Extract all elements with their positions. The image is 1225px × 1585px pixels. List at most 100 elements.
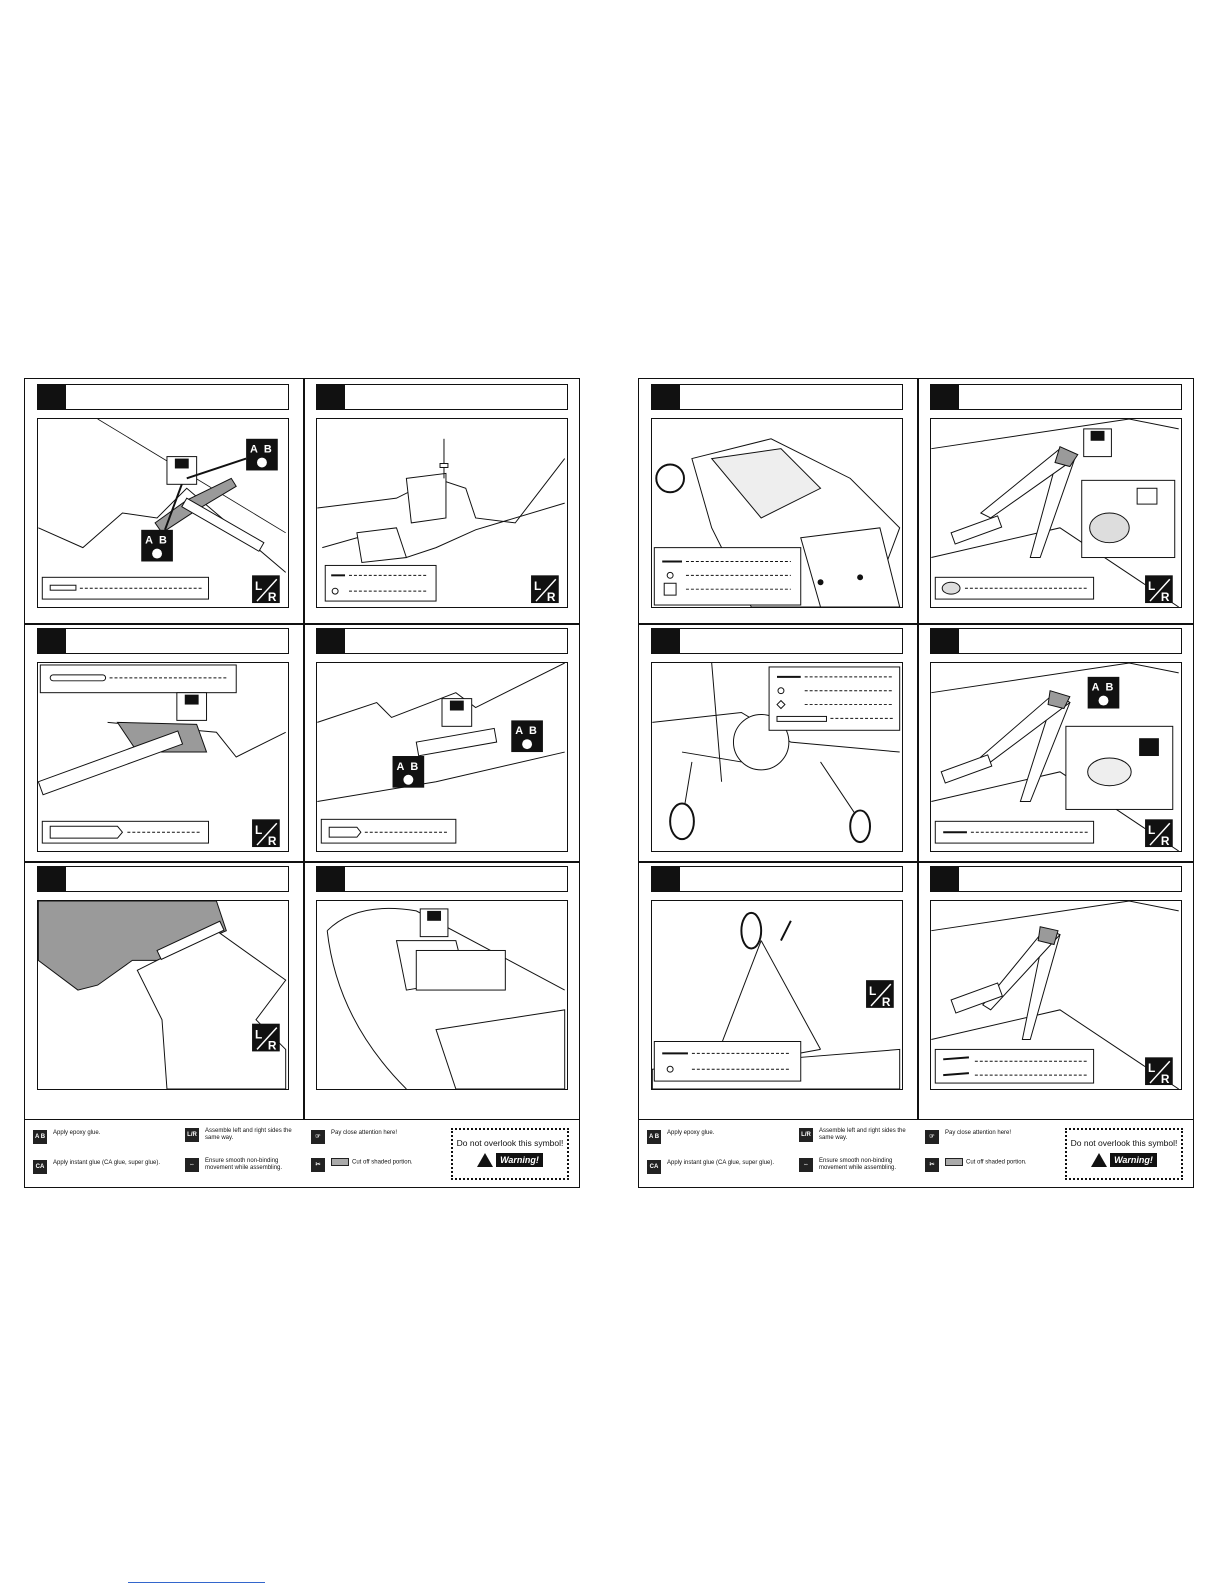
legend-epoxy: A B Apply epoxy glue. — [33, 1130, 153, 1144]
left-instruction-sheet: A B A B L — [24, 378, 580, 1188]
step-cell: L R — [25, 861, 301, 1105]
warning-symbol-box: Do not overlook this symbol! Warning! — [1065, 1128, 1183, 1180]
step-illustration: A B A B L — [37, 418, 289, 608]
legend-cut: ✂ Cut off shaded portion. — [311, 1158, 431, 1172]
lr-badge-icon: L/R — [185, 1128, 199, 1142]
step-header — [37, 866, 289, 892]
step-illustration: L R — [930, 900, 1182, 1090]
step-illustration: L R — [930, 418, 1182, 608]
svg-text:L: L — [255, 823, 262, 837]
double-arrow-icon: ⇔ — [185, 1158, 199, 1172]
step-header — [651, 384, 903, 410]
svg-text:L: L — [1148, 1061, 1155, 1075]
svg-text:R: R — [1161, 590, 1170, 604]
lr-badge-icon: L R — [252, 575, 280, 604]
step-illustration: L R — [37, 900, 289, 1090]
step-number-block — [317, 385, 345, 409]
step-cell: A B A B L — [25, 379, 301, 623]
svg-text:R: R — [268, 834, 277, 848]
warning-triangle-icon — [477, 1153, 494, 1167]
step-illustration: A B A B — [316, 662, 568, 852]
step-number-block — [317, 867, 345, 891]
ca-glue-icon: CA — [647, 1160, 661, 1174]
step-cell — [639, 379, 915, 623]
svg-text:R: R — [268, 590, 277, 604]
warning-badge: Warning! — [477, 1153, 543, 1167]
step-cell: L R — [304, 379, 580, 623]
lr-badge-icon: L R — [866, 980, 894, 1009]
legend-ca: CA Apply instant glue (CA glue, super gl… — [647, 1160, 797, 1174]
step-header — [930, 628, 1182, 654]
legend-attention: ☞ Pay close attention here! — [925, 1130, 1045, 1144]
grid-divider — [917, 379, 919, 1119]
warning-symbol-box: Do not overlook this symbol! Warning! — [451, 1128, 569, 1180]
ab-epoxy-icon: A B — [1087, 676, 1120, 709]
svg-text:L: L — [869, 984, 876, 998]
step-number-block — [931, 629, 959, 653]
legend-lr: L/R Assemble left and right sides the sa… — [799, 1128, 919, 1142]
grid-divider — [25, 623, 579, 625]
shade-swatch — [945, 1158, 963, 1166]
ca-glue-icon: CA — [33, 1160, 47, 1174]
step-number-block — [38, 385, 66, 409]
warning-triangle-icon — [1091, 1153, 1108, 1167]
double-arrow-icon: ⇔ — [799, 1158, 813, 1172]
lr-badge-icon: L R — [531, 575, 559, 604]
step-cell: L R — [918, 379, 1194, 623]
step-header — [316, 384, 568, 410]
epoxy-ab-icon: A B — [647, 1130, 661, 1144]
lr-badge-icon: L R — [252, 819, 280, 848]
step-number-block — [652, 867, 680, 891]
svg-text:B: B — [264, 444, 272, 456]
step-illustration — [651, 662, 903, 852]
step-illustration — [651, 418, 903, 608]
grid-divider — [25, 861, 579, 863]
svg-text:B: B — [1105, 682, 1113, 694]
step-header — [930, 866, 1182, 892]
svg-text:A: A — [1092, 682, 1100, 694]
step-header — [37, 628, 289, 654]
step-number-block — [38, 867, 66, 891]
svg-text:L: L — [255, 579, 262, 593]
ab-epoxy-icon: A B — [392, 756, 425, 788]
step-number-block — [652, 629, 680, 653]
svg-text:L: L — [255, 1028, 262, 1042]
step-number-block — [317, 629, 345, 653]
legend-ca: CA Apply instant glue (CA glue, super gl… — [33, 1160, 183, 1174]
step-cell — [639, 623, 915, 867]
svg-text:A: A — [515, 725, 523, 737]
step-number-block — [931, 867, 959, 891]
step-header — [316, 866, 568, 892]
legend-smooth: ⇔ Ensure smooth non-binding movement whi… — [799, 1158, 919, 1172]
legend-cut: ✂ Cut off shaded portion. — [925, 1158, 1045, 1172]
shade-swatch — [331, 1158, 349, 1166]
grid-divider — [639, 861, 1193, 863]
step-illustration: L R — [316, 418, 568, 608]
step-cell: A B A B — [304, 623, 580, 867]
step-cell: L R — [639, 861, 915, 1105]
epoxy-ab-icon: A B — [33, 1130, 47, 1144]
step-cell: A B L R — [918, 623, 1194, 867]
svg-text:B: B — [159, 535, 167, 547]
lr-badge-icon: L R — [1145, 1057, 1173, 1086]
grid-divider — [639, 623, 1193, 625]
svg-text:L: L — [534, 579, 541, 593]
step-illustration: L R — [37, 662, 289, 852]
grid-divider — [303, 379, 305, 1119]
svg-text:A: A — [145, 535, 153, 547]
step-number-block — [931, 385, 959, 409]
svg-text:R: R — [1161, 1072, 1170, 1086]
step-illustration: L R — [651, 900, 903, 1090]
step-number-block — [652, 385, 680, 409]
ab-epoxy-icon: A B — [141, 529, 173, 562]
step-cell: L R — [918, 861, 1194, 1105]
scissors-icon: ✂ — [925, 1158, 939, 1172]
footer-link-underline[interactable] — [128, 1582, 265, 1583]
step-header — [316, 628, 568, 654]
step-header — [930, 384, 1182, 410]
svg-text:A: A — [396, 761, 404, 773]
step-illustration: A B L R — [930, 662, 1182, 852]
svg-text:L: L — [1148, 579, 1155, 593]
legend-smooth: ⇔ Ensure smooth non-binding movement whi… — [185, 1158, 305, 1172]
hand-point-icon: ☞ — [311, 1130, 325, 1144]
